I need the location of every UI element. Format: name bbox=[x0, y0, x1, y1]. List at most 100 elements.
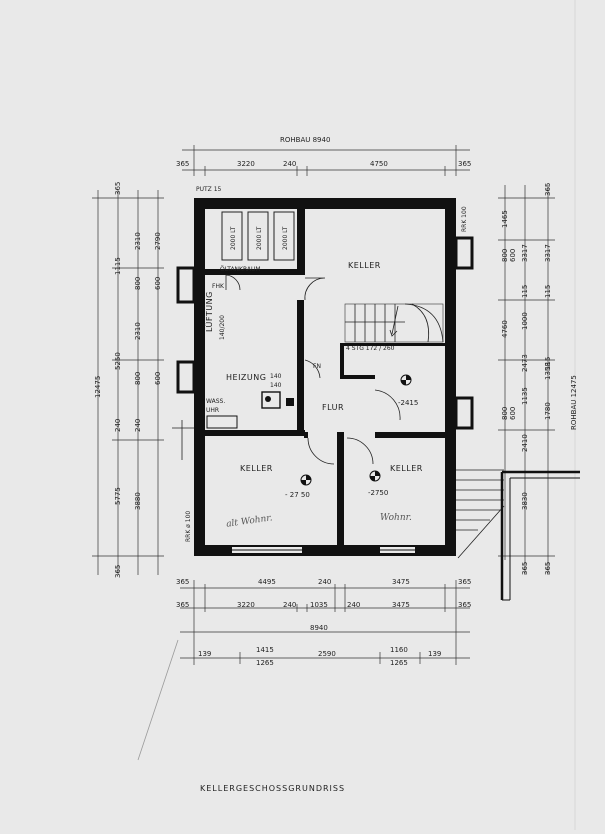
dim-bot2-2: 3220 bbox=[237, 601, 255, 609]
door-heizung bbox=[304, 359, 321, 379]
dim-left-inner-4: 600 bbox=[154, 277, 162, 290]
dim-bot3-1: 139 bbox=[198, 650, 211, 658]
stair-label: 4 STG 172 / 260 bbox=[346, 345, 395, 352]
level-markers bbox=[300, 374, 412, 486]
water-meter-box bbox=[206, 415, 238, 429]
rohbau-top-label: ROHBAU 8940 bbox=[280, 136, 330, 144]
level-stair-label: -2415 bbox=[398, 399, 418, 407]
dim-bot1-4: 3475 bbox=[392, 578, 410, 586]
oil-tanks: 2000 LT 2000 LT 2000 LT bbox=[221, 211, 295, 261]
dim-right-inner-8: 2473 bbox=[521, 354, 529, 372]
putz-label: PUTZ 15 bbox=[196, 186, 222, 193]
room-heizung-label: HEIZUNG bbox=[226, 373, 266, 382]
dim-right-inner-13: 3830 bbox=[521, 492, 529, 510]
stairs: 4 STG 172 / 260 bbox=[344, 303, 444, 352]
boiler-unit bbox=[261, 391, 281, 409]
dim-right-inner-4: 3317 bbox=[521, 244, 529, 262]
equipment bbox=[206, 391, 294, 429]
dim-right-inner-9: 1135 bbox=[521, 387, 529, 405]
dim-right-inner-10: 800 bbox=[501, 407, 509, 420]
dim-left-inner-3: 800 bbox=[134, 277, 142, 290]
dim-right-inner-14: 365 bbox=[521, 562, 529, 575]
room-oeltank-label: ÖLTANKRAUM bbox=[220, 266, 261, 273]
handwritten-note-right: Wohnr. bbox=[380, 513, 412, 523]
dim-bot3-3: 1265 bbox=[256, 659, 274, 667]
dim-bot2-7: 365 bbox=[458, 601, 471, 609]
fhk-label: FHK bbox=[212, 283, 225, 290]
dim-bot3-7: 139 bbox=[428, 650, 441, 658]
oil-tank-1 bbox=[221, 211, 243, 261]
dim-right-outer-5: 1780 bbox=[544, 402, 552, 420]
dim-left-inner-7: 600 bbox=[154, 372, 162, 385]
exterior-stair bbox=[456, 469, 505, 559]
bottom-windows bbox=[232, 547, 415, 553]
dim-right-inner-12: 2410 bbox=[521, 434, 529, 452]
dim-right-inner-11: 600 bbox=[509, 407, 517, 420]
dim-bot1-2: 4495 bbox=[258, 578, 276, 586]
margin-stroke bbox=[137, 639, 179, 761]
dim-right-inner-2: 800 bbox=[501, 249, 509, 262]
dim-bot2-5: 240 bbox=[347, 601, 360, 609]
room-keller-sw-label: KELLER bbox=[240, 464, 273, 473]
dim-right-inner-3: 600 bbox=[509, 249, 517, 262]
door-keller-sw bbox=[307, 437, 335, 465]
level-sw-label: - 27 50 bbox=[285, 491, 310, 499]
boiler-burner-icon bbox=[265, 396, 271, 402]
dim-right-outer-6: 115 bbox=[544, 357, 552, 370]
dim-right-outer-3: 115 bbox=[544, 285, 552, 298]
room-keller-ne-label: KELLER bbox=[348, 261, 381, 270]
dim-right-outer-4: 1358 bbox=[544, 362, 552, 380]
lueftung-size: 140/200 bbox=[219, 315, 226, 340]
dim-bot2-3: 240 bbox=[283, 601, 296, 609]
bottom-dimensions: 365 4495 240 3475 365 365 3220 240 1035 … bbox=[176, 578, 471, 667]
dim-bot2-1: 365 bbox=[176, 601, 189, 609]
door-keller-se bbox=[346, 437, 374, 465]
dim-left-mid-4: 5775 bbox=[114, 487, 122, 505]
chimney-icon bbox=[286, 398, 294, 406]
dim-left-mid-3: 240 bbox=[114, 419, 122, 432]
oil-tank-1-label: 2000 LT bbox=[230, 226, 237, 250]
dim-right-outer-1: 365 bbox=[544, 183, 552, 196]
dim-bot3-6: 1265 bbox=[390, 659, 408, 667]
dim-bot1-5: 365 bbox=[458, 578, 471, 586]
room-flur-label: FLUR bbox=[322, 403, 344, 412]
dim-right-inner-5: 115 bbox=[521, 285, 529, 298]
dim-left-inner-1: 2310 bbox=[134, 232, 142, 250]
walls bbox=[172, 198, 474, 556]
oil-tank-3-label: 2000 LT bbox=[282, 226, 289, 250]
dim-right-inner-6: 4760 bbox=[501, 320, 509, 338]
door-oeltank bbox=[225, 274, 241, 291]
lueftung-label: LÜFTUNG bbox=[204, 291, 214, 332]
dim-top-3: 240 bbox=[283, 160, 296, 168]
dim-left-outer-1: 365 bbox=[114, 182, 122, 195]
rrk-top-label: RRK 100 bbox=[461, 206, 468, 232]
dim-right-inner-7: 1000 bbox=[521, 312, 529, 330]
door-flur bbox=[374, 389, 401, 421]
dim-top-2: 3220 bbox=[237, 160, 255, 168]
dim-left-outer-3: 365 bbox=[114, 565, 122, 578]
dim-left-inner-6: 800 bbox=[134, 372, 142, 385]
fn-label: FN bbox=[313, 363, 321, 370]
wass-label: WASS. bbox=[206, 398, 225, 405]
dim-bot1-3: 240 bbox=[318, 578, 331, 586]
oil-tank-3 bbox=[273, 211, 295, 261]
dim-bot2-4: 1035 bbox=[310, 601, 328, 609]
top-dimensions: ROHBAU 8940 365 3220 240 4750 365 PUTZ 1… bbox=[176, 136, 471, 193]
annex-outline bbox=[500, 470, 580, 601]
door-keller-ne bbox=[304, 277, 326, 301]
dim-left-inner-5: 2310 bbox=[134, 322, 142, 340]
room-keller-se-label: KELLER bbox=[390, 464, 423, 473]
dim-left-mid-1: 1115 bbox=[114, 257, 122, 275]
right-dimensions: 1465 800 600 3317 115 4760 1000 2473 113… bbox=[461, 183, 578, 575]
heizung-size-a: 140 bbox=[270, 373, 282, 380]
dim-left-inner-2: 2790 bbox=[154, 232, 162, 250]
left-dimensions: 365 12475 365 1115 5250 240 5775 2310 27… bbox=[92, 182, 164, 578]
drawing-title: KELLERGESCHOSSGRUNDRISS bbox=[200, 784, 345, 793]
dim-bot3-5: 1160 bbox=[390, 646, 408, 654]
dim-right-outer-7: 365 bbox=[544, 562, 552, 575]
dim-left-mid-2: 5250 bbox=[114, 352, 122, 370]
level-se-label: -2750 bbox=[368, 489, 388, 497]
dim-bot3-4: 2590 bbox=[318, 650, 336, 658]
